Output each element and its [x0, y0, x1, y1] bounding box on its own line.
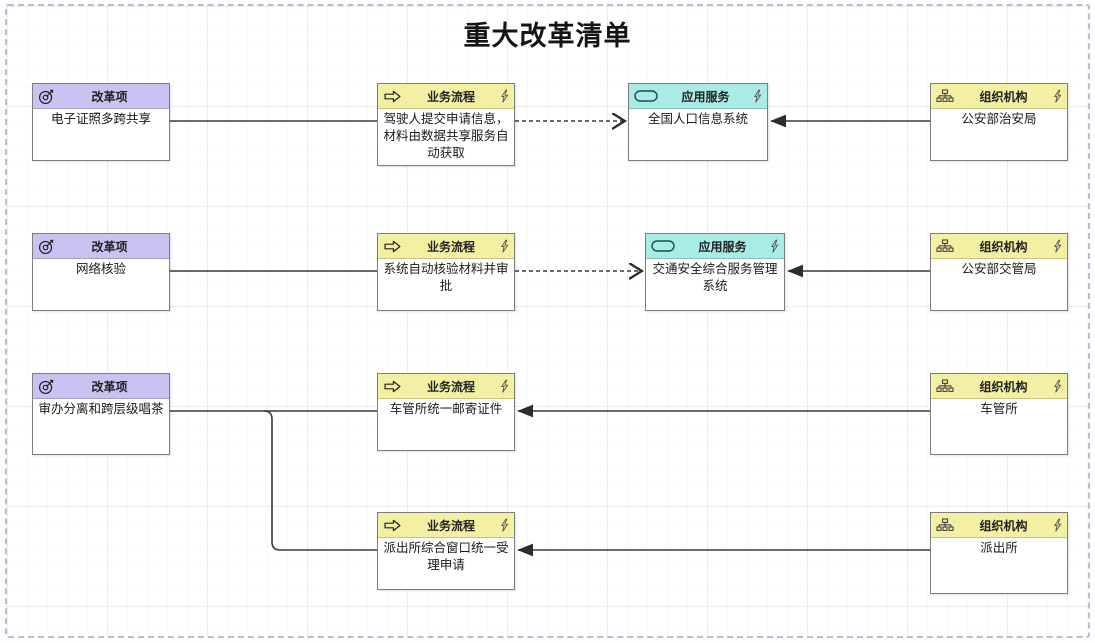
lightning-icon — [753, 89, 762, 104]
node-name: 审办分离和跨层级唱茶 — [38, 401, 164, 416]
org-chart-icon — [936, 88, 954, 104]
node-type-label: 组织机构 — [979, 239, 1028, 254]
node-name: 车管所统一邮寄证件 — [389, 401, 503, 416]
right-arrow-icon — [383, 240, 402, 253]
target-icon — [38, 88, 55, 105]
node-header: 改革项 — [33, 374, 169, 399]
node-name: 派出所综合窗口统一受理申请 — [383, 540, 509, 572]
lightning-icon — [1053, 518, 1062, 533]
node-header: 业务流程 — [378, 84, 514, 109]
node-type-label: 业务流程 — [426, 379, 475, 394]
node-header: 组织机构 — [931, 513, 1067, 538]
node-name: 网络核验 — [75, 261, 126, 276]
node-header: 业务流程 — [378, 374, 514, 399]
node-organization-3[interactable]: 组织机构 车管所 — [930, 373, 1068, 455]
node-type-label: 改革项 — [91, 239, 128, 254]
pill-icon — [651, 240, 675, 252]
node-header: 改革项 — [33, 84, 169, 109]
lightning-icon — [500, 379, 509, 394]
node-header: 组织机构 — [931, 234, 1067, 259]
node-type-label: 应用服务 — [681, 89, 730, 104]
node-header: 业务流程 — [378, 234, 514, 259]
target-icon — [38, 378, 55, 395]
node-name: 驾驶人提交申请信息，材料由数据共享服务自动获取 — [383, 111, 509, 160]
node-business-process-4[interactable]: 业务流程 派出所综合窗口统一受理申请 — [377, 512, 515, 590]
node-name: 车管所 — [980, 401, 1018, 416]
node-name: 公安部治安局 — [961, 111, 1037, 126]
node-type-label: 改革项 — [91, 89, 128, 104]
node-organization-1[interactable]: 组织机构 公安部治安局 — [930, 83, 1068, 161]
node-reform-item-2[interactable]: 改革项 网络核验 — [32, 233, 170, 311]
diagram-title: 重大改革清单 — [463, 21, 632, 52]
node-business-process-1[interactable]: 业务流程 驾驶人提交申请信息，材料由数据共享服务自动获取 — [377, 83, 515, 166]
node-organization-2[interactable]: 组织机构 公安部交管局 — [930, 233, 1068, 311]
node-header: 应用服务 — [646, 234, 784, 259]
node-header: 改革项 — [33, 234, 169, 259]
lightning-icon — [770, 239, 779, 254]
node-header: 业务流程 — [378, 513, 514, 538]
target-icon — [38, 238, 55, 255]
pill-icon — [634, 90, 658, 102]
org-chart-icon — [936, 238, 954, 254]
edge-reform3-process4[interactable] — [263, 410, 377, 551]
node-name: 电子证照多跨共享 — [50, 111, 151, 126]
org-chart-icon — [936, 378, 954, 394]
node-business-process-2[interactable]: 业务流程 系统自动核验材料并审批 — [377, 233, 515, 311]
node-type-label: 业务流程 — [426, 89, 475, 104]
org-chart-icon — [936, 517, 954, 533]
lightning-icon — [500, 239, 509, 254]
node-organization-4[interactable]: 组织机构 派出所 — [930, 512, 1068, 594]
lightning-icon — [500, 518, 509, 533]
canvas — [5, 4, 1090, 638]
node-type-label: 业务流程 — [426, 518, 475, 533]
node-type-label: 应用服务 — [698, 239, 747, 254]
node-name: 派出所 — [980, 540, 1018, 555]
node-header: 组织机构 — [931, 84, 1067, 109]
node-reform-item-1[interactable]: 改革项 电子证照多跨共享 — [32, 83, 170, 161]
node-type-label: 改革项 — [91, 379, 128, 394]
lightning-icon — [1053, 239, 1062, 254]
node-header: 应用服务 — [629, 84, 767, 109]
node-type-label: 组织机构 — [979, 379, 1028, 394]
node-type-label: 组织机构 — [979, 89, 1028, 104]
right-arrow-icon — [383, 519, 402, 532]
node-header: 组织机构 — [931, 374, 1067, 399]
lightning-icon — [1053, 89, 1062, 104]
node-name: 系统自动核验材料并审批 — [383, 261, 509, 293]
right-arrow-icon — [383, 380, 402, 393]
lightning-icon — [1053, 379, 1062, 394]
lightning-icon — [500, 89, 509, 104]
node-name: 全国人口信息系统 — [647, 111, 748, 126]
right-arrow-icon — [383, 90, 402, 103]
node-name: 交通安全综合服务管理系统 — [652, 261, 778, 293]
node-reform-item-3[interactable]: 改革项 审办分离和跨层级唱茶 — [32, 373, 170, 455]
node-name: 公安部交管局 — [961, 261, 1037, 276]
node-application-service-2[interactable]: 应用服务 交通安全综合服务管理系统 — [645, 233, 785, 311]
node-business-process-3[interactable]: 业务流程 车管所统一邮寄证件 — [377, 373, 515, 451]
node-type-label: 组织机构 — [979, 518, 1028, 533]
node-application-service-1[interactable]: 应用服务 全国人口信息系统 — [628, 83, 768, 161]
node-type-label: 业务流程 — [426, 239, 475, 254]
